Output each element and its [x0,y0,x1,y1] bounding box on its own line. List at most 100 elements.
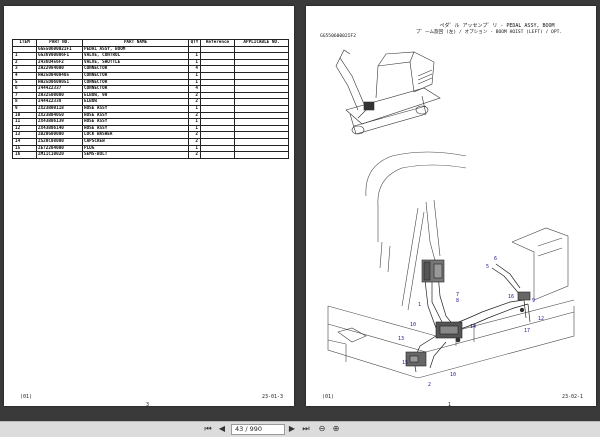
right-page: ペダ゛ル アッセンブ゛リ - PEDAL ASSY, BOOM ブ゛ーム旋回 (… [306,6,596,408]
part-name-cell: CONNECTOR [82,65,189,73]
reference-cell [200,111,235,120]
item-cell: 3 [12,65,37,73]
qty-cell: 4 [188,85,201,93]
applicable-no-cell [234,58,289,67]
callout-label: 13 [398,336,404,342]
item-cell: 10 [12,111,37,120]
applicable-no-cell [234,118,289,126]
item-cell: 15 [12,144,37,153]
part-name-cell: CONNECTOR [82,78,189,87]
col-header-part-name: PART NAME [82,39,189,47]
reference-cell [200,151,235,159]
machine-frame-lines [327,151,575,379]
item-cell: 11 [12,118,37,126]
callout-label: 8 [456,298,459,304]
part-no-cell: ZX23B04050 [36,111,83,120]
part-no-cell: ZB20G00000 [36,131,83,139]
part-name-cell: CONNECTOR [82,85,189,93]
callout-label: 6 [494,256,497,262]
part-no-cell: ZX23B00118 [36,104,83,113]
diagram-subtitle: ブ゛ーム旋回 (左) / オプション - BOOM HOIST (LEFT) /… [415,30,563,35]
part-name-cell: HOSE ASSY [82,111,189,120]
zoom-out-icon[interactable]: ⊖ [318,424,326,433]
qty-cell: 1 [188,124,201,133]
applicable-no-cell [234,52,289,60]
part-no-cell: 2444Z2338 [36,98,83,106]
item-cell: 12 [12,124,37,133]
qty-cell [188,45,201,54]
qty-cell: 4 [188,65,201,73]
col-header-reference: Reference [200,39,235,47]
part-name-cell: HOSE ASSY [82,124,189,133]
page-number-field[interactable]: 43 / 990 [231,424,285,435]
qty-cell: 1 [188,52,201,60]
reference-cell [200,131,235,139]
reference-cell [200,52,235,60]
part-no-cell: ZX43B06139 [36,118,83,126]
part-name-cell: HOSE ASSY [82,104,189,113]
part-name-cell: CONNECTOR [82,71,189,80]
part-name-cell: LOCK WASHER [82,131,189,139]
first-page-icon[interactable]: ⏮ [204,424,212,433]
callout-label: 10 [450,372,456,378]
item-cell: 16 [12,151,37,159]
qty-cell: 2 [188,91,201,100]
part-no-cell: ZS20C08000 [36,137,83,146]
callout-label: 16 [508,294,514,300]
zoom-in-icon[interactable]: ⊕ [332,424,340,433]
part-name-cell: VALVE, SHUTTLE [82,58,189,67]
table-header-row: ITEM PART NO. PART NAME QTY Reference AP… [12,39,289,47]
reference-cell [200,91,235,100]
item-cell: 1 [12,52,37,60]
applicable-no-cell [234,98,289,106]
part-name-cell: VALVE, CONTROL [82,52,189,60]
reference-cell [200,137,235,146]
applicable-no-cell [234,137,289,146]
qty-cell: 1 [188,78,201,87]
viewer-toolbar: ⏮ ◀ 43 / 990 ▶ ⏭ ⊖ ⊕ [0,421,600,437]
control-valve-assembly [405,259,531,367]
part-callouts: 1 2 5 6 7 8 9 10 10 12 13 14 15 16 17 [398,256,544,388]
item-cell [12,45,37,54]
qty-cell: 1 [188,71,201,80]
next-page-icon[interactable]: ▶ [288,424,296,433]
exploded-parts-drawing: 1 2 5 6 7 8 9 10 10 12 13 14 15 16 17 [327,49,575,388]
callout-label: 1 [418,302,421,308]
part-no-cell: ZX43B06140 [36,124,83,133]
reference-cell [200,85,235,93]
callout-label: 17 [524,328,530,334]
applicable-no-cell [234,151,289,159]
applicable-no-cell [234,104,289,113]
left-footer-code: (01) [20,394,33,400]
previous-page-icon[interactable]: ◀ [218,424,226,433]
last-page-icon[interactable]: ⏭ [302,424,310,433]
applicable-no-cell [234,71,289,80]
reference-cell [200,78,235,87]
item-cell: 14 [12,137,37,146]
item-cell: 13 [12,131,37,139]
callout-label: 14 [470,324,476,330]
assembly-code: GG55060002IF2 [320,34,356,39]
col-header-qty: QTY [188,39,201,47]
part-name-cell: SEMS-BOLT [82,151,189,159]
item-cell: 8 [12,98,37,106]
callout-label: 15 [402,360,408,366]
applicable-no-cell [234,131,289,139]
reference-cell [200,65,235,73]
part-no-cell: HH25D0400405 [36,71,83,80]
col-header-item: ITEM [12,39,37,47]
col-header-applicable-no: APPLICABLE NO. [234,39,289,47]
right-page-number: 1 [448,402,452,408]
part-no-cell: ZM11C10020 [36,151,83,159]
qty-cell: 2 [188,131,201,139]
